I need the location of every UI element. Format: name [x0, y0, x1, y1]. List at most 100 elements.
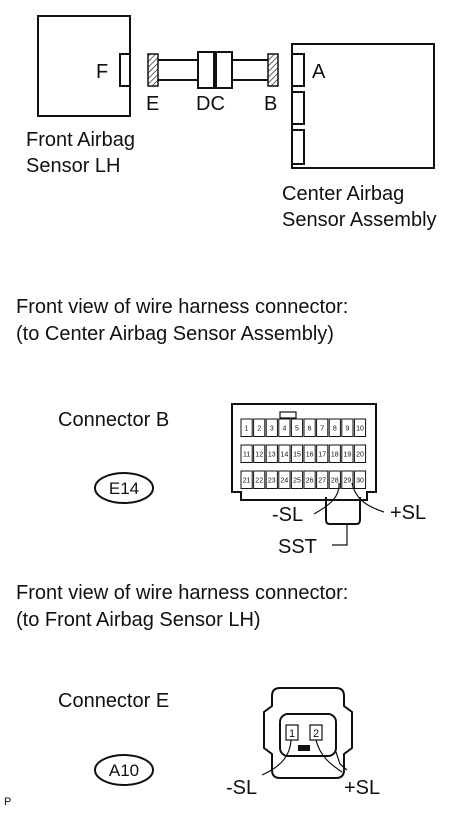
plus-lead-e-tip	[335, 751, 348, 771]
front-sensor-port	[119, 53, 131, 87]
pin-e-1-label: 1	[289, 728, 295, 740]
minus-lead	[313, 482, 340, 515]
pin-cell-20	[353, 444, 367, 463]
pin-cell-21	[240, 470, 253, 489]
center-port-a	[291, 53, 305, 87]
harness-label-e: E	[146, 93, 159, 115]
pin-cell-19	[341, 444, 354, 463]
pin-cell-28	[328, 470, 341, 489]
connector-e-inner	[279, 713, 337, 757]
pin-label-19: 19	[344, 451, 352, 458]
pin-label-29: 29	[344, 477, 352, 484]
pin-label-7: 7	[320, 425, 324, 432]
front-sensor-name-1: Front Airbag	[26, 129, 135, 151]
connector-b-key	[279, 411, 297, 419]
pin-label-5: 5	[295, 425, 299, 432]
port-label-a: A	[312, 61, 326, 83]
pin-cell-30	[353, 470, 367, 489]
pin-label-27: 27	[318, 477, 326, 484]
pin-label-10: 10	[356, 425, 364, 432]
pin-cell-13	[265, 444, 278, 463]
connector-d	[197, 51, 215, 89]
pin-cell-29	[341, 470, 354, 489]
front-airbag-sensor-lh: F Front Airbag Sensor LH	[26, 15, 135, 177]
pin-label-30: 30	[356, 477, 364, 484]
pin-label-12: 12	[255, 451, 263, 458]
pin-label-21: 21	[243, 477, 251, 484]
harness-label-dc: DC	[196, 93, 225, 115]
pin-cell-1	[240, 418, 253, 437]
pin-label-2: 2	[257, 425, 261, 432]
section2-heading-2: (to Front Airbag Sensor LH)	[16, 609, 261, 631]
sst-leader	[332, 524, 348, 546]
plus-sl-label-e: +SL	[344, 777, 380, 799]
pin-label-18: 18	[331, 451, 339, 458]
pin-cell-27	[316, 470, 329, 489]
pin-cell-3	[265, 418, 278, 437]
connector-b-label: Connector B	[58, 409, 169, 431]
connector-e-face: 1 2 -SL +SL	[226, 687, 380, 799]
connector-b-hatched	[267, 53, 279, 87]
pin-cell-6	[303, 418, 316, 437]
section1-heading-2: (to Center Airbag Sensor Assembly)	[16, 323, 334, 345]
pin-label-25: 25	[293, 477, 301, 484]
front-sensor-box	[37, 15, 131, 117]
pin-cell-15	[290, 444, 304, 463]
pin-cell-17	[316, 444, 329, 463]
plus-lead	[351, 482, 385, 513]
section1-heading-1: Front view of wire harness connector:	[16, 296, 348, 318]
connector-e-latch	[298, 745, 310, 751]
pin-label-13: 13	[268, 451, 276, 458]
pin-label-22: 22	[255, 477, 263, 484]
section2-heading-1: Front view of wire harness connector:	[16, 582, 348, 604]
center-sensor-name-2: Sensor Assembly	[282, 209, 437, 231]
pin-cell-16	[303, 444, 316, 463]
code-text-2: A10	[109, 761, 139, 780]
corner-mark: P	[4, 796, 11, 808]
pin-cell-12	[253, 444, 266, 463]
connector-e-hatched	[147, 53, 159, 87]
minus-sl-label: -SL	[272, 504, 303, 526]
connector-e-housing	[263, 687, 353, 779]
pin-cell-26	[303, 470, 316, 489]
plus-lead-e	[315, 739, 343, 773]
pin-cell-2	[253, 418, 266, 437]
connector-b-housing	[231, 403, 377, 501]
pin-cell-18	[328, 444, 341, 463]
pin-cell-9	[341, 418, 354, 437]
pin-label-23: 23	[268, 477, 276, 484]
pin-label-28: 28	[331, 477, 339, 484]
connector-c	[215, 51, 233, 89]
pin-label-17: 17	[318, 451, 326, 458]
connector-e-label: Connector E	[58, 690, 169, 712]
pin-cell-23	[265, 470, 278, 489]
pin-cell-11	[240, 444, 253, 463]
pin-cell-24	[278, 470, 291, 489]
sst-label: SST	[278, 536, 317, 558]
pin-label-16: 16	[306, 451, 314, 458]
center-port-3	[291, 129, 305, 165]
pin-cell-22	[253, 470, 266, 489]
pin-cell-7	[316, 418, 329, 437]
pin-cell-25	[290, 470, 304, 489]
sst-tool	[325, 497, 361, 525]
connector-code-a10: A10	[94, 754, 154, 786]
wire-harness: E DC B	[146, 51, 279, 115]
pin-label-24: 24	[281, 477, 289, 484]
port-label-f: F	[96, 61, 108, 83]
code-ellipse	[94, 472, 154, 504]
pin-cell-5	[290, 418, 304, 437]
pin-e-1	[285, 724, 299, 741]
pin-label-6: 6	[308, 425, 312, 432]
pin-e-2-label: 2	[313, 728, 319, 740]
pin-label-4: 4	[282, 425, 286, 432]
pin-label-11: 11	[243, 451, 250, 458]
center-port-2	[291, 91, 305, 125]
pin-cell-8	[328, 418, 341, 437]
code-ellipse-2	[94, 754, 154, 786]
pin-label-20: 20	[356, 451, 364, 458]
harness-label-b: B	[264, 93, 277, 115]
minus-sl-label-e: -SL	[226, 777, 257, 799]
